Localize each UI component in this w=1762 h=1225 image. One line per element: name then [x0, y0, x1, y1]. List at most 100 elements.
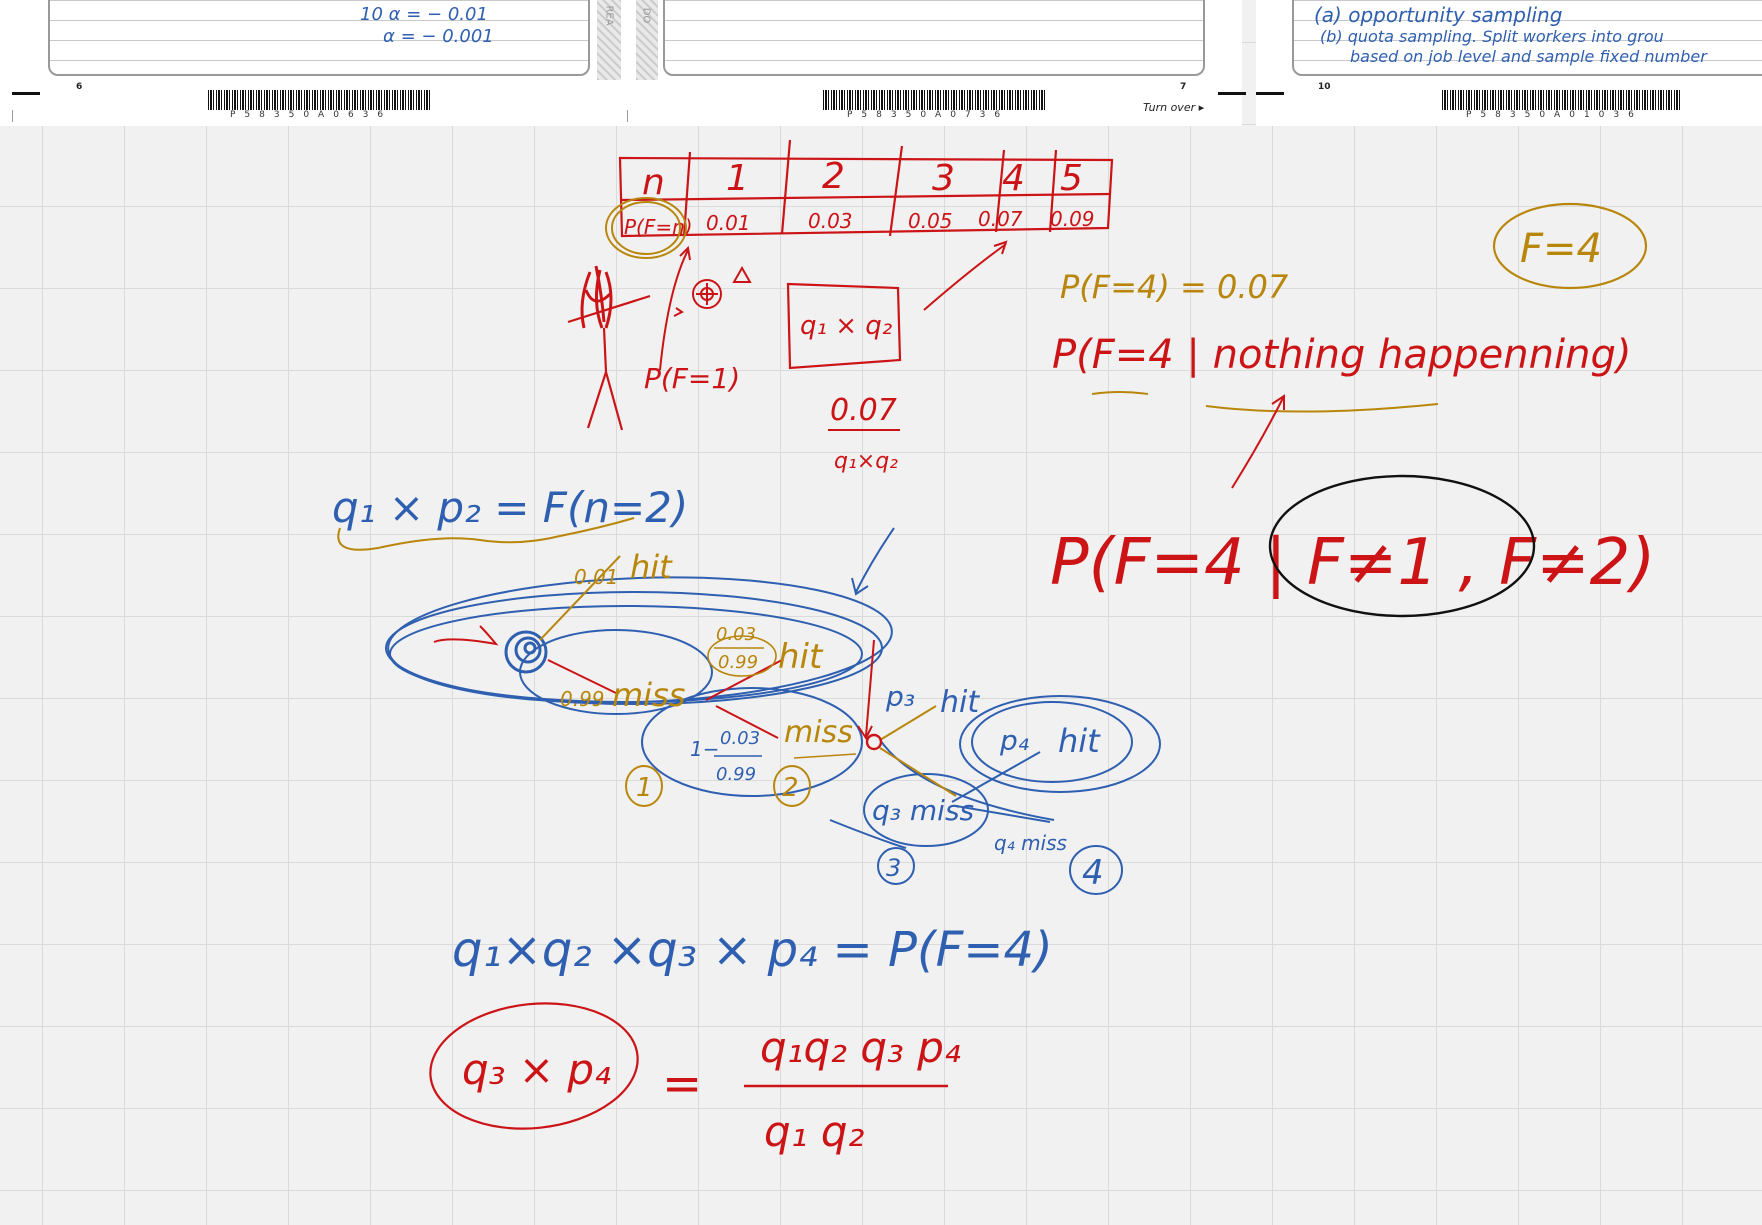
blue-arrow — [851, 527, 895, 596]
miss2-prob-prefix: 1− — [690, 737, 719, 761]
q1q2-box-label: q₁ × q₂ — [800, 311, 892, 341]
red-hook-arrow — [433, 625, 499, 646]
miss2-prob-den: 0.99 — [716, 764, 756, 785]
barcode-number: P58350A0636 — [230, 110, 393, 120]
table-p-3: 0.05 — [908, 209, 953, 233]
fraction-denominator: q₁×q₂ — [834, 449, 898, 474]
header-right-line-3: based on job level and sample fixed numb… — [1350, 47, 1708, 66]
arrow-q1q2-to-table — [923, 240, 1008, 311]
hit3-label: hit — [940, 685, 980, 720]
header-left-line-2: α = − 0.001 — [383, 26, 494, 47]
arrow-to-nothing — [1231, 394, 1285, 489]
f4-oval — [1492, 202, 1648, 290]
branch-miss-3 — [879, 747, 957, 797]
miss2-underline — [793, 753, 857, 759]
step-number-1: 1 — [636, 773, 653, 803]
target-icon — [673, 265, 752, 317]
branch-miss-2 — [715, 705, 779, 739]
answer-box-left — [48, 0, 590, 76]
corner-tick — [12, 110, 13, 122]
corner-tick — [627, 110, 628, 122]
ratio-denominator: q₁ q₂ — [764, 1107, 865, 1156]
p-f4-conditional: P(F=4 | F≠1 , F≠2) — [1050, 526, 1655, 600]
table-p-header: P(F=n) — [624, 215, 693, 239]
exam-page-right: 10 P58350A01036 — [1256, 0, 1762, 126]
answer-box-right — [1292, 0, 1762, 76]
table-n-1: 1 — [726, 158, 749, 199]
branch-hit-4 — [951, 751, 1041, 803]
q1q2-box — [786, 282, 902, 370]
f4-label: F=4 — [1520, 226, 1602, 272]
miss2-label: miss — [784, 715, 853, 750]
q3p4-label: q₃ × p₄ — [462, 1045, 611, 1094]
start-node — [504, 630, 548, 674]
step-number-3: 3 — [886, 854, 901, 882]
miss1-label: miss — [612, 676, 685, 714]
turn-over-label: Turn over ▸ — [1143, 101, 1205, 114]
p-f4-value: P(F=4) = 0.07 — [1060, 268, 1289, 306]
branch-hit-2 — [705, 659, 783, 701]
equation-product: q₁×q₂ ×q₃ × p₄ = P(F=4) — [452, 922, 1053, 978]
hit2-prob-den: 0.99 — [718, 652, 758, 673]
page-number: 7 — [1180, 82, 1187, 92]
step-number-2: 2 — [782, 773, 799, 803]
barcode — [823, 90, 1045, 110]
table-p-2: 0.03 — [808, 209, 853, 233]
header-right-line-2: (b) quota sampling. Split workers into g… — [1320, 27, 1664, 46]
step-circle-3 — [877, 847, 915, 885]
p-f1-label: P(F=1) — [644, 362, 740, 395]
gold-squiggle — [337, 517, 635, 551]
hit1-label: hit — [630, 548, 673, 586]
gold-underline-nothing — [1091, 391, 1439, 413]
p-f4-nothing-happening: P(F=4 | nothing happenning) — [1052, 332, 1631, 378]
p3-label: p₃ — [885, 680, 915, 713]
exam-page-middle: 7 P58350A0736 Turn over ▸ — [625, 0, 1242, 126]
table-p-4: 0.07 — [978, 207, 1023, 231]
step-circle-2 — [773, 765, 811, 807]
step-circle-1 — [625, 765, 663, 807]
table-p-1: 0.01 — [706, 211, 751, 235]
q1p2-equation: q₁ × p₂ = F(n=2) — [332, 483, 688, 532]
arrow-to-p-f1 — [659, 245, 691, 371]
hit2-prob-num: 0.03 — [716, 624, 756, 645]
step-number-4: 4 — [1082, 853, 1104, 893]
table-n-3: 3 — [932, 158, 955, 199]
table-n-4: 4 — [1002, 158, 1025, 199]
table-p-5: 0.09 — [1050, 207, 1095, 231]
condition-oval — [1268, 474, 1536, 618]
exam-page-left: 6 P58350A0636 — [0, 0, 625, 126]
barcode-number: P58350A01036 — [1466, 110, 1643, 120]
q3p4-oval — [429, 1002, 639, 1130]
node-3-dot — [865, 733, 883, 751]
miss2-prob-num: 0.03 — [720, 728, 760, 749]
step-circle-4 — [1069, 845, 1123, 895]
margin-dash — [12, 92, 40, 95]
tree-loops — [385, 576, 1161, 849]
probability-table — [618, 139, 1114, 238]
hit1-prob: 0.01 — [574, 565, 619, 589]
branch-hit-1 — [539, 555, 621, 641]
stick-figure-drawing — [567, 265, 651, 431]
equals-sign: = — [662, 1056, 702, 1112]
gold-highlight-circle — [605, 197, 687, 259]
branch-hit-3 — [879, 705, 937, 741]
hit2-prob-oval — [707, 635, 777, 677]
q3miss-label: q₃ miss — [872, 794, 974, 827]
ratio-numerator: q₁q₂ q₃ p₄ — [760, 1023, 961, 1072]
header-right-line-1: (a) opportunity sampling — [1314, 3, 1562, 27]
margin-dash — [1256, 92, 1284, 95]
q4miss-label: q₄ miss — [994, 831, 1067, 855]
table-n-header: n — [642, 162, 665, 203]
table-n-2: 2 — [822, 156, 845, 197]
hit4-label: hit — [1058, 722, 1101, 760]
page-number: 10 — [1318, 82, 1331, 92]
hatch-margin-middle: DO — [636, 0, 658, 80]
miss1-prob: 0.99 — [560, 687, 605, 711]
page-number: 6 — [76, 82, 83, 92]
barcode — [1442, 90, 1680, 110]
branch-miss-1 — [547, 659, 619, 695]
hit2-label: hit — [778, 637, 824, 677]
p4-label: p₄ — [999, 724, 1029, 757]
